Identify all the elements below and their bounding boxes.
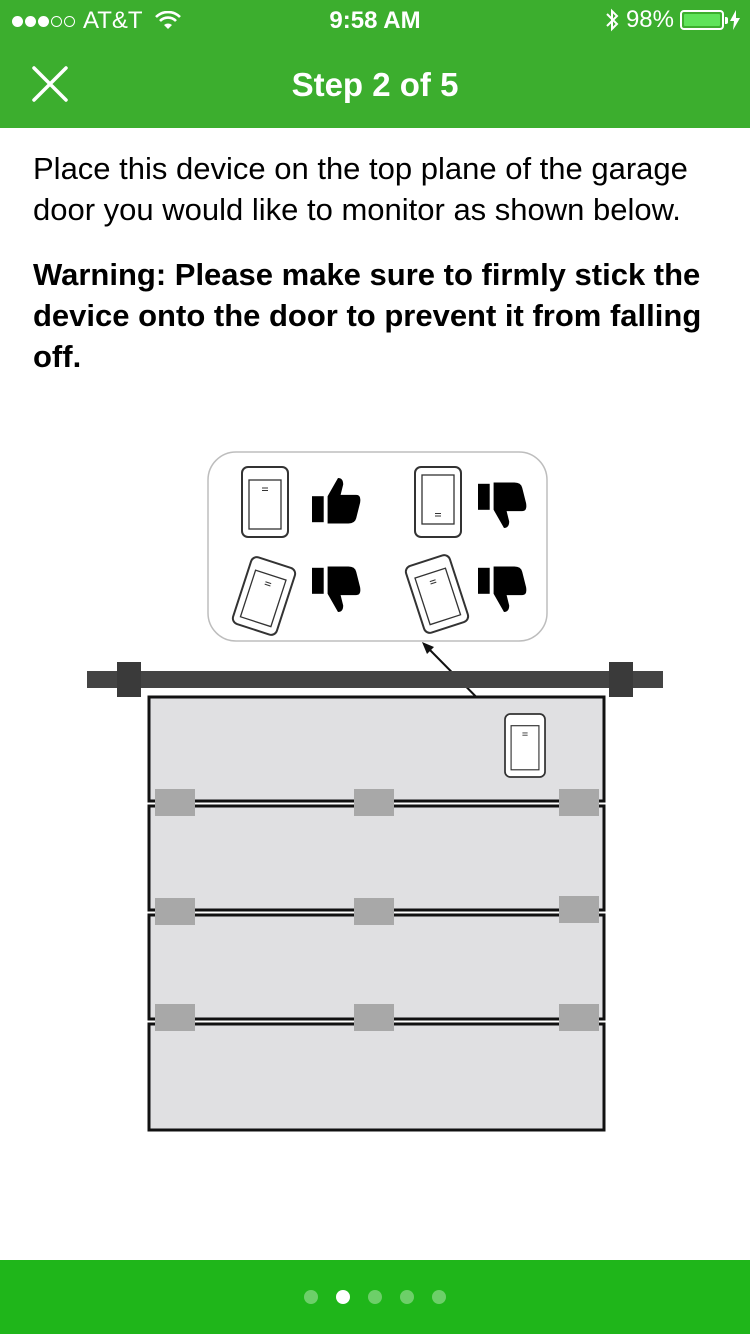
header: AT&T 9:58 AM 98% Step xyxy=(0,0,750,128)
device-upright-icon xyxy=(241,466,289,538)
device-upside-down-icon xyxy=(414,466,462,538)
status-time: 9:58 AM xyxy=(329,7,421,34)
status-right: 98% xyxy=(604,6,740,34)
close-button[interactable] xyxy=(24,58,76,110)
page-dot-1[interactable] xyxy=(304,1290,318,1304)
nav-bar: Step 2 of 5 xyxy=(0,40,750,128)
mounted-device-icon xyxy=(504,713,546,778)
instruction-text: Place this device on the top plane of th… xyxy=(33,151,688,227)
signal-dot xyxy=(25,15,36,27)
carrier-name: AT&T xyxy=(83,7,143,34)
battery-fill xyxy=(684,14,720,26)
signal-dot-empty xyxy=(51,15,62,27)
signal-dot xyxy=(38,15,49,27)
battery-icon xyxy=(680,10,728,30)
signal-dot-empty xyxy=(64,15,75,27)
placement-guide-callout xyxy=(207,451,548,642)
page-indicator[interactable] xyxy=(0,1290,750,1304)
garage-door-illustration xyxy=(87,451,663,1132)
page-title: Step 2 of 5 xyxy=(291,66,459,103)
signal-dot xyxy=(12,15,23,27)
wifi-icon xyxy=(154,11,181,29)
page-dot-3[interactable] xyxy=(368,1290,382,1304)
bluetooth-icon xyxy=(606,8,619,32)
page-dot-4[interactable] xyxy=(400,1290,414,1304)
status-left: AT&T xyxy=(12,7,181,35)
content: Place this device on the top plane of th… xyxy=(33,148,723,377)
footer xyxy=(0,1260,750,1334)
signal-strength-icon xyxy=(12,15,75,27)
close-icon xyxy=(32,66,68,102)
page-dot-2-active[interactable] xyxy=(336,1290,350,1304)
status-bar: AT&T 9:58 AM 98% xyxy=(0,0,750,40)
door-rail xyxy=(87,662,663,697)
garage-door xyxy=(147,695,606,1132)
door-hinges xyxy=(155,789,599,1031)
charging-bolt-icon xyxy=(730,10,740,30)
warning-text: Warning: Please make sure to firmly stic… xyxy=(33,257,702,374)
page-dot-5[interactable] xyxy=(432,1290,446,1304)
battery-percent: 98% xyxy=(625,6,674,33)
